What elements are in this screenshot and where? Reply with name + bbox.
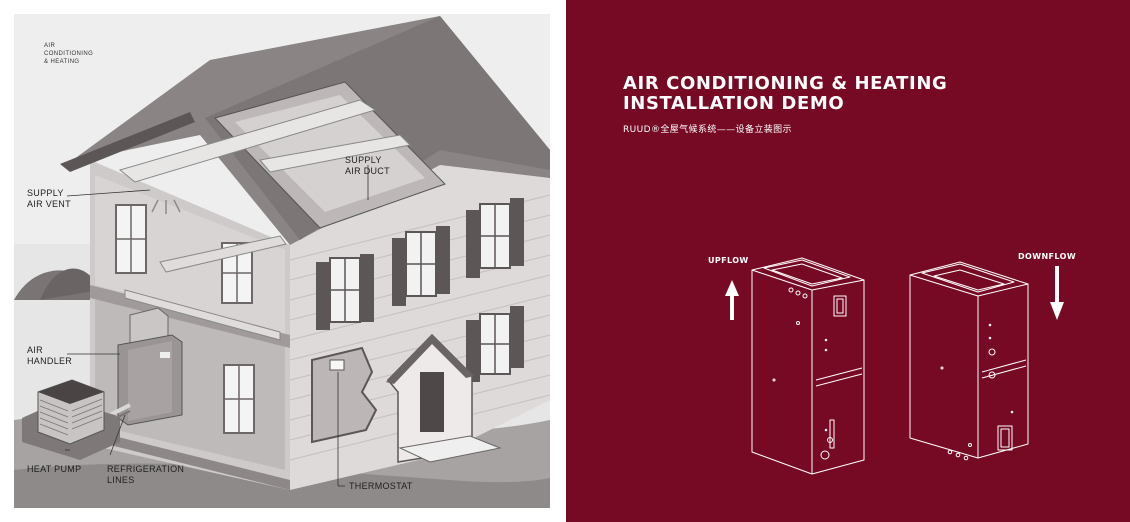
downflow-unit-outline (909, 261, 1029, 461)
refrigeration-lines-label-line-2: LINES (107, 475, 135, 485)
thermostat-label: THERMOSTAT (349, 481, 413, 491)
house-cutaway-illustration (14, 14, 551, 508)
upflow-label: UPFLOW (708, 256, 749, 265)
title-line-1: AIR CONDITIONING & HEATING (623, 73, 948, 94)
upflow-unit-outline (751, 257, 865, 475)
air-handler-label-line-1: AIR (27, 345, 43, 355)
supply-air-vent-label-line-2: AIR VENT (27, 199, 71, 209)
title-line-2: INSTALLATION DEMO (623, 93, 845, 114)
heat-pump-label: HEAT PUMP (27, 464, 82, 474)
installation-demo-panel: AIR CONDITIONING & HEATING INSTALLATION … (566, 0, 1130, 522)
corner-caption-line-3: & HEATING (44, 59, 80, 65)
page-title: AIR CONDITIONING & HEATING INSTALLATION … (623, 74, 947, 114)
corner-caption: AIR CONDITIONING & HEATING (44, 42, 93, 66)
supply-air-duct-label-line-2: AIR DUCT (345, 166, 390, 176)
supply-air-duct-label-line-1: SUPPLY (345, 155, 382, 165)
downflow-label: DOWNFLOW (1018, 252, 1077, 261)
corner-caption-line-2: CONDITIONING (44, 51, 94, 57)
page-subtitle: RUUD®全屋气候系统——设备立装图示 (623, 125, 792, 135)
supply-air-vent-label-line-1: SUPPLY (27, 188, 64, 198)
air-handler-diagrams (725, 257, 1064, 475)
upflow-arrow-icon (725, 280, 739, 320)
refrigeration-lines-label-line-1: REFRIGERATION (107, 464, 185, 474)
downflow-arrow-icon (1050, 266, 1064, 320)
air-handler-label-line-2: HANDLER (27, 356, 73, 366)
corner-caption-line-1: AIR (44, 43, 56, 49)
